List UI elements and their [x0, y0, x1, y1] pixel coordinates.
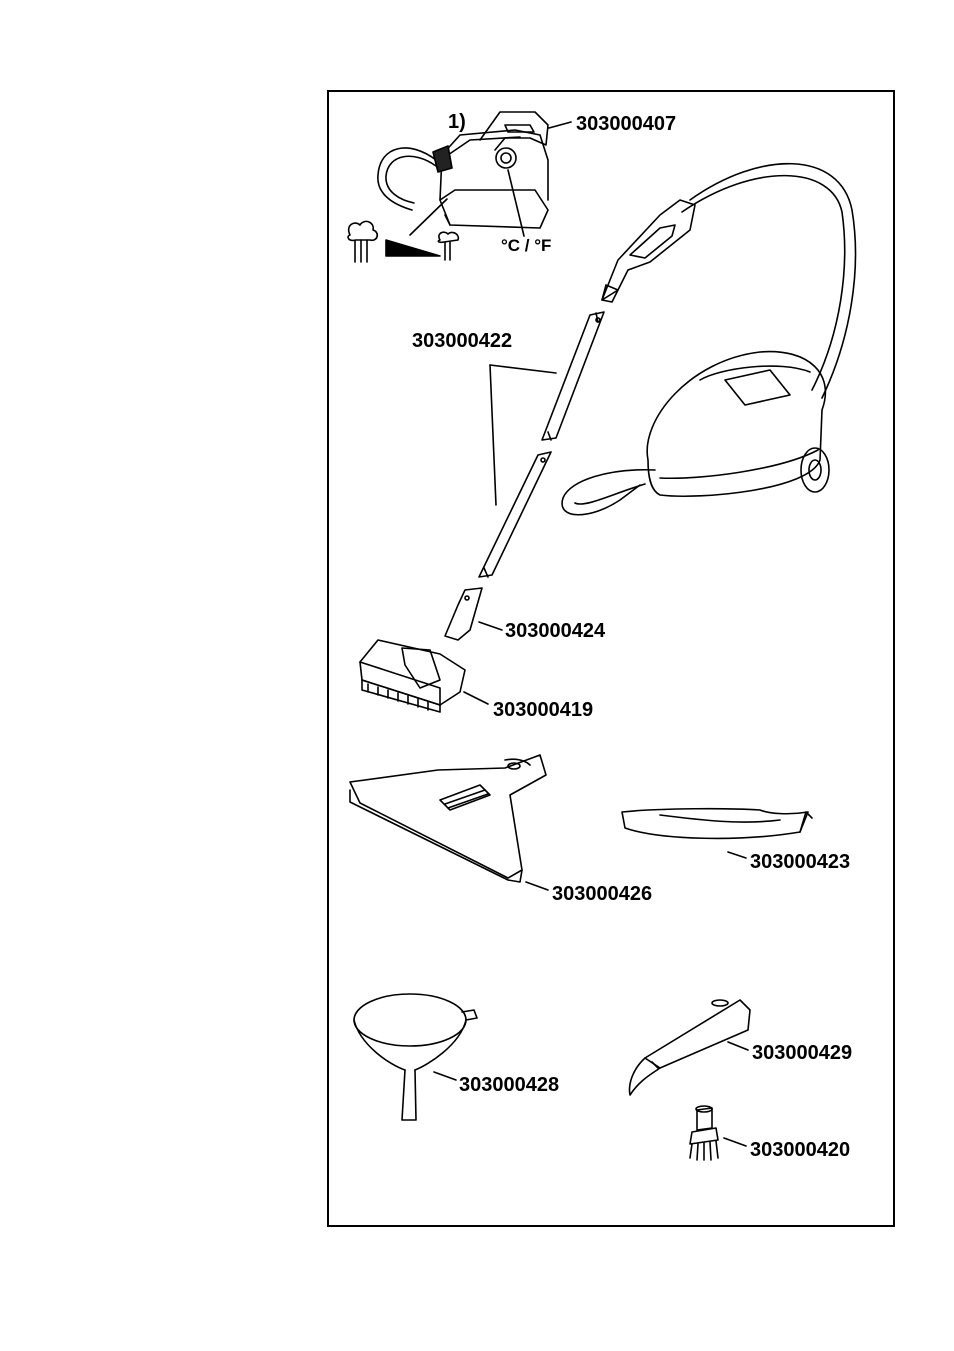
part-number-extension-tubes: 303000422 [412, 330, 512, 352]
steam-cleaner-unit [562, 164, 855, 515]
steam-max-icon [348, 221, 377, 262]
steam-level-wedge [386, 240, 440, 256]
part-number-iron: 303000407 [576, 113, 676, 135]
adapter-piece [445, 588, 502, 640]
round-brush [690, 1106, 746, 1160]
part-number-cloth-cover: 303000423 [750, 851, 850, 873]
part-number-round-brush: 303000420 [750, 1139, 850, 1161]
window-nozzle [350, 755, 548, 890]
part-number-floor-brush: 303000419 [493, 699, 593, 721]
steam-min-icon [438, 232, 458, 260]
detail-nozzle [630, 1000, 750, 1095]
floor-brush [360, 640, 488, 712]
temperature-unit-label: °C / °F [501, 236, 551, 255]
iron-note-label: 1) [448, 111, 466, 133]
funnel [354, 994, 477, 1120]
part-number-adapter: 303000424 [505, 620, 606, 642]
part-number-funnel: 303000428 [459, 1074, 559, 1096]
part-number-detail-nozzle: 303000429 [752, 1042, 852, 1064]
part-number-window-nozzle: 303000426 [552, 883, 652, 905]
